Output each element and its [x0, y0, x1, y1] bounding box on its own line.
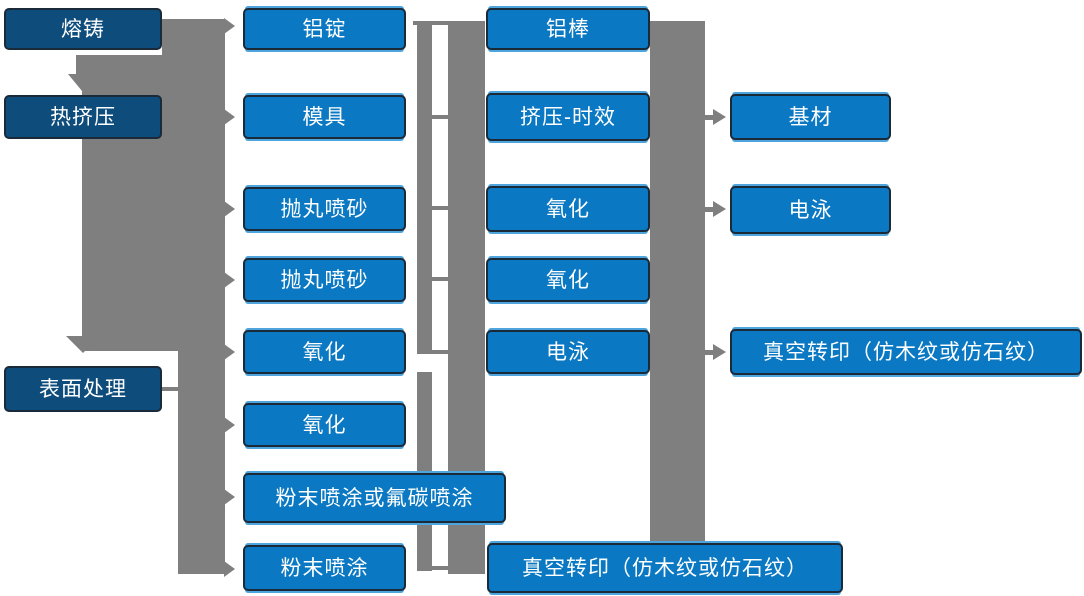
- middle-rail-upper: [417, 21, 432, 354]
- down-arrow-to-hot-extrusion: [68, 74, 96, 91]
- node-electrophoresis-2: 电泳: [730, 186, 891, 234]
- node-surface-treatment: 表面处理: [4, 366, 162, 412]
- arrow-to-shot-blasting-1: [224, 201, 235, 217]
- arrow-to-oxidation-2: [224, 417, 235, 433]
- arrow-to-oxidation-1: [224, 344, 235, 360]
- node-hot-extrusion: 热挤压: [4, 95, 162, 139]
- middle-stub-row8: [432, 566, 448, 570]
- node-oxidation-1: 氧化: [243, 330, 406, 374]
- node-vacuum-transfer-print-right: 真空转印（仿木纹或仿石纹）: [730, 329, 1082, 375]
- left-trunk-lower: [178, 351, 225, 574]
- surface-treatment-connector-stub: [160, 387, 180, 391]
- node-extrusion-aging: 挤压-时效: [486, 93, 650, 141]
- middle-stub-row1: [413, 21, 448, 25]
- middle-stub-row3: [432, 206, 448, 210]
- node-mold: 模具: [243, 95, 406, 139]
- arrow-to-powder-or-fluorocarbon: [224, 489, 235, 505]
- arrow-shaft-to-vacuum-transfer: [705, 350, 714, 355]
- arrow-to-powder-coating: [224, 561, 235, 577]
- node-melting-casting: 熔铸: [4, 8, 162, 50]
- node-powder-or-fluorocarbon-coating: 粉末喷涂或氟碳喷涂: [243, 473, 506, 523]
- middle-stub-row4: [432, 277, 448, 281]
- middle-rail-lower: [417, 372, 432, 571]
- node-vacuum-transfer-print-bottom: 真空转印（仿木纹或仿石纹）: [487, 543, 843, 593]
- node-shot-blasting-2: 抛丸喷砂: [243, 258, 406, 302]
- arrow-to-vacuum-transfer: [713, 344, 726, 360]
- node-oxidation-4: 氧化: [486, 258, 650, 302]
- node-aluminum-rod: 铝棒: [486, 8, 650, 50]
- arrow-to-substrate: [713, 109, 726, 125]
- node-oxidation-3: 氧化: [486, 186, 650, 232]
- middle-stub-row5: [432, 350, 448, 354]
- node-aluminum-ingot: 铝锭: [243, 8, 406, 50]
- node-oxidation-2: 氧化: [243, 403, 406, 447]
- left-trunk-top-band: [162, 19, 225, 55]
- down-arrow-to-surface-treatment: [66, 336, 100, 353]
- node-substrate: 基材: [730, 94, 891, 140]
- node-powder-coating: 粉末喷涂: [243, 545, 406, 591]
- middle-stub-row2: [432, 115, 448, 119]
- down-arrow-shaft: [76, 55, 89, 76]
- arrow-to-shot-blasting-2: [224, 272, 235, 288]
- arrow-shaft-to-electrophoresis: [705, 207, 714, 212]
- node-electrophoresis-1: 电泳: [486, 330, 650, 374]
- right-trunk: [650, 21, 705, 542]
- arrow-to-electrophoresis: [713, 201, 726, 217]
- arrow-to-aluminum-ingot: [224, 18, 235, 34]
- node-shot-blasting-1: 抛丸喷砂: [243, 187, 406, 231]
- arrow-to-mold: [224, 109, 235, 125]
- arrow-shaft-to-substrate: [705, 115, 714, 120]
